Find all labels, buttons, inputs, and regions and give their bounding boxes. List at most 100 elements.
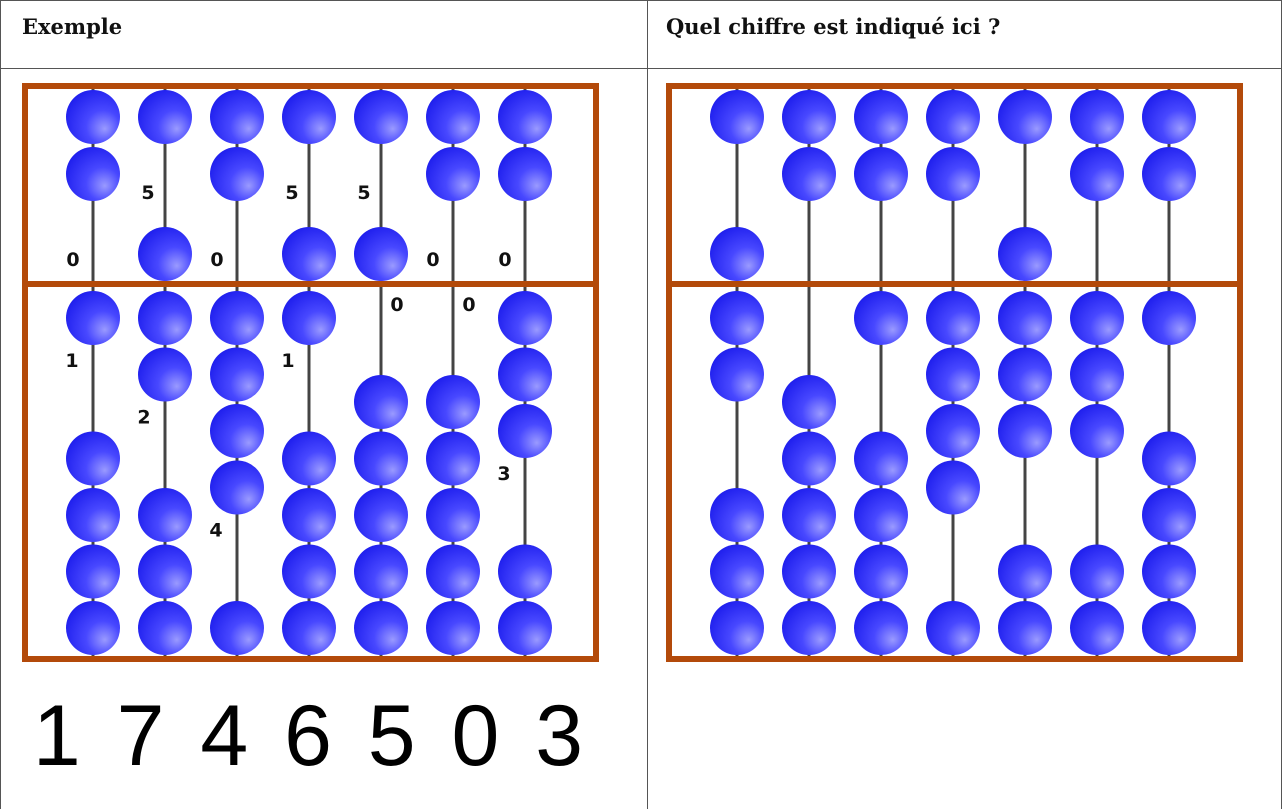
abacus-value-label: 5: [141, 182, 154, 204]
abacus-bead: [1142, 431, 1196, 486]
abacus-bead: [854, 544, 908, 599]
abacus-bead: [426, 147, 480, 201]
abacus-bead: [498, 347, 552, 402]
abacus-bead: [354, 488, 408, 542]
abacus-bead: [926, 460, 980, 515]
abacus-bead: [138, 347, 192, 402]
abacus-bead: [782, 375, 836, 429]
abacus-bead: [66, 488, 120, 542]
abacus-value-label: 0: [462, 294, 475, 316]
abacus-bead: [926, 601, 980, 655]
abacus-bead: [854, 147, 908, 201]
abacus-value-label: 1: [281, 350, 294, 372]
abacus-bead: [210, 147, 264, 201]
abacus-bead: [498, 90, 552, 144]
abacus-bead: [210, 347, 264, 402]
abacus-bead: [1070, 291, 1124, 345]
abacus-bead: [138, 544, 192, 599]
abacus-bead: [210, 404, 264, 458]
abacus-bead: [66, 147, 120, 201]
abacus-frame: [22, 83, 599, 662]
abacus-bead: [998, 227, 1052, 281]
abacus-bead: [354, 375, 408, 429]
abacus-bead: [710, 347, 764, 402]
abacus-value-label: 2: [137, 407, 150, 429]
abacus-bead: [210, 460, 264, 515]
abacus-bead: [66, 544, 120, 599]
abacus-bead: [1142, 291, 1196, 345]
abacus-frame: [666, 83, 1243, 662]
abacus-bead: [426, 488, 480, 542]
abacus-bead: [282, 291, 336, 345]
abacus-bead: [710, 227, 764, 281]
abacus-value-label: 1: [65, 350, 78, 372]
abacus-bead: [354, 90, 408, 144]
abacus-value-label: 3: [497, 463, 510, 485]
abacus-bead: [426, 431, 480, 486]
abacus-value-label: 0: [498, 249, 511, 271]
abacus-bead: [354, 227, 408, 281]
abacus-bead: [782, 544, 836, 599]
abacus-bead: [926, 147, 980, 201]
abacus-bead: [282, 90, 336, 144]
abacus-bead: [782, 147, 836, 201]
abacus-bead: [854, 431, 908, 486]
abacus-bead: [66, 291, 120, 345]
abacus-bead: [426, 601, 480, 655]
abacus-bead: [1142, 147, 1196, 201]
abacus-bead: [926, 90, 980, 144]
abacus-bead: [1070, 347, 1124, 402]
abacus-bead: [854, 291, 908, 345]
abacus-bead: [1142, 90, 1196, 144]
abacus-bead: [426, 90, 480, 144]
abacus-bead: [498, 404, 552, 458]
abacus-bead: [138, 291, 192, 345]
abacus-bead: [782, 431, 836, 486]
abacus-value-label: 0: [426, 249, 439, 271]
abacus-bead: [854, 488, 908, 542]
abacus-bead: [710, 544, 764, 599]
abacus-value-label: 0: [390, 294, 403, 316]
abacus-value-label: 5: [357, 182, 370, 204]
abacus-bead: [782, 601, 836, 655]
abacus-bead: [854, 90, 908, 144]
abacus-bead: [210, 601, 264, 655]
abacus-bead: [498, 544, 552, 599]
abacus-bead: [710, 601, 764, 655]
abacus-value-label: 0: [210, 249, 223, 271]
abacus-bead: [66, 601, 120, 655]
question-abacus: [666, 83, 1243, 662]
example-answer: 1 7 4 6 5 0 3: [32, 688, 590, 784]
abacus-bead: [998, 291, 1052, 345]
abacus-bead: [138, 227, 192, 281]
question-title: Quel chiffre est indiqué ici ?: [666, 14, 1001, 39]
abacus-bead: [498, 147, 552, 201]
abacus-bead: [66, 90, 120, 144]
abacus-value-label: 0: [66, 249, 79, 271]
abacus-bead: [998, 544, 1052, 599]
abacus-bead: [710, 90, 764, 144]
abacus-bead: [1142, 601, 1196, 655]
abacus-bead: [1142, 544, 1196, 599]
abacus-value-label: 4: [209, 520, 222, 542]
abacus-bead: [710, 291, 764, 345]
abacus-bead: [426, 544, 480, 599]
abacus-bead: [498, 601, 552, 655]
abacus-bead: [1070, 404, 1124, 458]
abacus-bead: [1070, 147, 1124, 201]
abacus-bead: [782, 488, 836, 542]
abacus-bead: [998, 90, 1052, 144]
abacus-bead: [498, 291, 552, 345]
abacus-bead: [710, 488, 764, 542]
abacus-value-label: 5: [285, 182, 298, 204]
example-title: Exemple: [22, 14, 123, 39]
abacus-bead: [426, 375, 480, 429]
abacus-bead: [1070, 601, 1124, 655]
abacus-bead: [926, 291, 980, 345]
abacus-bead: [854, 601, 908, 655]
abacus-bead: [282, 431, 336, 486]
abacus-bead: [138, 601, 192, 655]
abacus-bead: [1070, 544, 1124, 599]
example-abacus: 0 1 5 2 0 4 5 1 5 0 0 0 0 3: [22, 83, 599, 662]
